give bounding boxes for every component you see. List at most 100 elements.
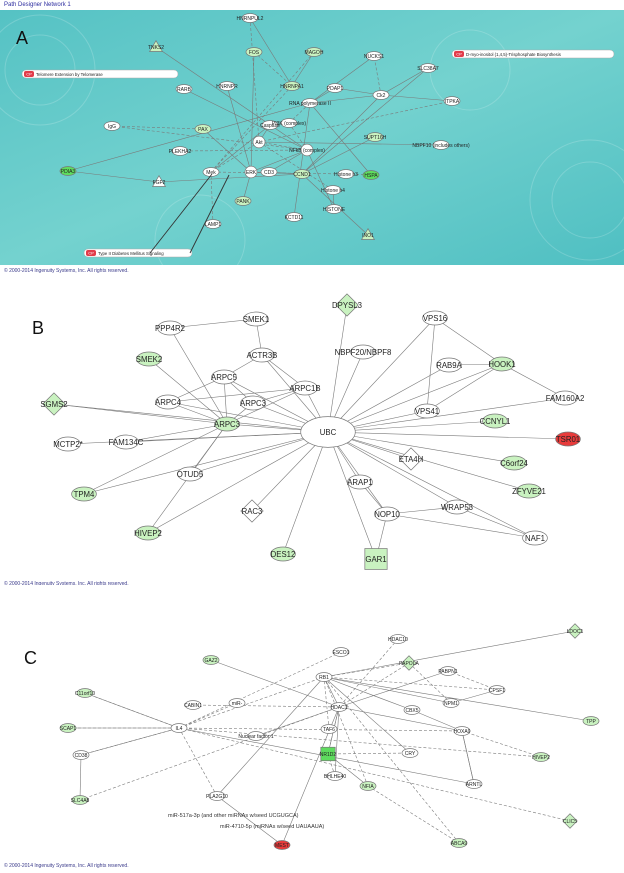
- node-ccnyl1[interactable]: CCNYL1: [480, 413, 511, 429]
- node-smek1[interactable]: SMEK1: [243, 311, 269, 327]
- node-supt16h[interactable]: SUPT16H: [364, 132, 387, 142]
- node-npm1[interactable]: NPM1: [442, 698, 460, 708]
- node-erk[interactable]: ERK: [244, 165, 258, 179]
- node-naf1[interactable]: NAF1: [522, 530, 548, 546]
- node-plekha2[interactable]: PLEKHA2: [169, 146, 192, 156]
- node-kctd11[interactable]: KCTD11: [285, 212, 304, 222]
- node-fgf2[interactable]: FGF2: [151, 175, 167, 187]
- node-taf6[interactable]: TAF6: [320, 724, 338, 734]
- node-nfkb-complex[interactable]: NFkB (complex): [289, 143, 325, 157]
- node-arpc5[interactable]: ARPC5: [211, 369, 238, 385]
- node-rb1[interactable]: RB1: [315, 672, 333, 682]
- node-hdac1[interactable]: HDAC1: [331, 702, 348, 712]
- node-magoh[interactable]: MAGOH: [305, 47, 324, 57]
- node-gaz2[interactable]: GAZ2: [202, 655, 220, 665]
- node-vps16[interactable]: VPS16: [422, 310, 448, 326]
- node-abca9[interactable]: ABCA9: [450, 838, 468, 848]
- node-bhlhe40[interactable]: BHLHE40: [324, 771, 346, 781]
- node-arpc4[interactable]: ARPC4: [155, 394, 182, 410]
- node-akt[interactable]: Akt: [252, 135, 266, 149]
- node-eta4h[interactable]: ETA4H: [399, 447, 424, 471]
- node-fos[interactable]: FOS: [245, 47, 263, 57]
- node-nbpf10-includes-others[interactable]: NBPF10 (includes others): [412, 140, 470, 150]
- node-ldoc1[interactable]: LDOC1: [567, 623, 584, 639]
- node-rac3[interactable]: RAC3: [240, 499, 264, 523]
- node-mest[interactable]: MEST: [273, 840, 291, 850]
- node-zfyve21[interactable]: ZFYVE21: [512, 483, 546, 499]
- node-actr3b[interactable]: ACTR3B: [247, 347, 278, 363]
- node-ubc[interactable]: UBC: [300, 416, 356, 448]
- node-tsr01[interactable]: TSR01: [555, 431, 581, 447]
- node-ino1[interactable]: INO1: [360, 228, 376, 240]
- node-cpsf1[interactable]: CPSF1: [488, 685, 506, 695]
- node-cd3[interactable]: CD3: [260, 167, 278, 177]
- node-arpc3[interactable]: ARPC3: [214, 416, 240, 432]
- node-cry[interactable]: CRY: [401, 748, 419, 758]
- node-hnrnpul2[interactable]: HNRNPUL2: [237, 13, 264, 23]
- node-hspa[interactable]: HSPA: [362, 170, 380, 180]
- node-il4[interactable]: IL4: [170, 723, 188, 733]
- node-histone[interactable]: HISTONE: [323, 204, 346, 214]
- node-hdac10[interactable]: HDAC10: [388, 634, 408, 644]
- node-mir[interactable]: miR-: [228, 698, 246, 708]
- node-caspase[interactable]: Caspase: [260, 120, 280, 130]
- node-arntl[interactable]: ARNTL: [465, 779, 483, 789]
- node-nuclear-factor-1[interactable]: Nuclear factor 1: [238, 731, 274, 741]
- node-pi3k-complex[interactable]: PI3K (complex): [272, 118, 307, 128]
- node-des12[interactable]: DES12: [270, 546, 296, 562]
- node-ccnd1[interactable]: CCND1: [293, 169, 311, 179]
- node-nr1d2[interactable]: NR1D2: [320, 746, 337, 762]
- node-pdap1[interactable]: PDAP1: [326, 83, 344, 93]
- node-c11orf10[interactable]: C11orf10: [75, 688, 95, 698]
- node-hnrnpr[interactable]: HNRNPR: [216, 81, 238, 91]
- node-histone-h3[interactable]: Histone h3: [334, 169, 358, 179]
- node-mctp2[interactable]: MCTP2*: [53, 436, 83, 452]
- node-mek[interactable]: Mek: [202, 167, 220, 177]
- node-smek2[interactable]: SMEK2: [136, 351, 162, 367]
- node-cabin1[interactable]: CABIN1: [184, 700, 202, 710]
- node-esco1[interactable]: ESCO1: [333, 647, 350, 657]
- node-slc38a7[interactable]: SLC38A7: [417, 63, 439, 73]
- node-pla2g10[interactable]: PLA2G10: [206, 791, 228, 801]
- node-histone-h4[interactable]: Histone h4: [321, 185, 345, 195]
- node-c6orf24[interactable]: C6orf24: [500, 455, 529, 471]
- node-arpc3[interactable]: ARPC3: [240, 395, 266, 411]
- node-nucks1[interactable]: NUCKS1: [364, 51, 385, 61]
- node-tpm4[interactable]: TPM4: [71, 486, 97, 502]
- node-pdia3[interactable]: PDIA3: [59, 166, 77, 176]
- node-slc4a8[interactable]: SLC4A8: [71, 795, 90, 805]
- node-cd38[interactable]: CD38: [72, 750, 90, 760]
- node-arpc1b[interactable]: ARPC1B: [289, 380, 321, 396]
- node-hivep2[interactable]: HIVEP2: [134, 525, 162, 541]
- node-wrap53[interactable]: WRAP53: [441, 499, 473, 515]
- node-sgms2[interactable]: SGMS2: [40, 392, 68, 416]
- node-pax[interactable]: PAX: [194, 124, 212, 134]
- node-scap1[interactable]: SCAP1: [59, 723, 77, 733]
- node-ck2[interactable]: Ck2: [372, 90, 390, 100]
- node-nfia[interactable]: NFIA: [359, 781, 377, 791]
- node-nbpf20-nbpf8[interactable]: NBPF20/NBPF8: [335, 344, 392, 360]
- node-nop10[interactable]: NOP10: [374, 506, 400, 522]
- node-rna-polymerase-ii[interactable]: RNA polymerase II: [289, 98, 331, 108]
- node-itpka[interactable]: ITPKA: [443, 96, 461, 106]
- node-gar1[interactable]: GAR1: [364, 548, 388, 570]
- node-tnks2[interactable]: TNKS2: [148, 40, 164, 52]
- node-dpysl3[interactable]: DPYSL3: [332, 293, 362, 317]
- node-fam134c[interactable]: FAM134C: [109, 434, 144, 450]
- node-otud5[interactable]: OTUD5: [177, 466, 204, 482]
- node-hnrnpa1[interactable]: HNRNPA1: [280, 81, 304, 91]
- node-lamp1[interactable]: LAMP1: [204, 219, 222, 229]
- node-hoxa9[interactable]: HOXA9: [454, 726, 471, 736]
- node-hook1[interactable]: HOOK1: [488, 356, 516, 372]
- node-pabpn1[interactable]: PABPN1: [438, 666, 458, 676]
- node-arap1[interactable]: ARAP1: [347, 474, 373, 490]
- node-clic5[interactable]: CLIC5: [562, 813, 578, 829]
- node-pank[interactable]: PANK: [234, 196, 252, 206]
- node-papola[interactable]: PAPOLA: [399, 655, 419, 671]
- node-fam160a2[interactable]: FAM160A2: [546, 390, 585, 406]
- node-cbx5[interactable]: CBX5: [403, 705, 421, 715]
- node-tpp[interactable]: TPP: [582, 716, 600, 726]
